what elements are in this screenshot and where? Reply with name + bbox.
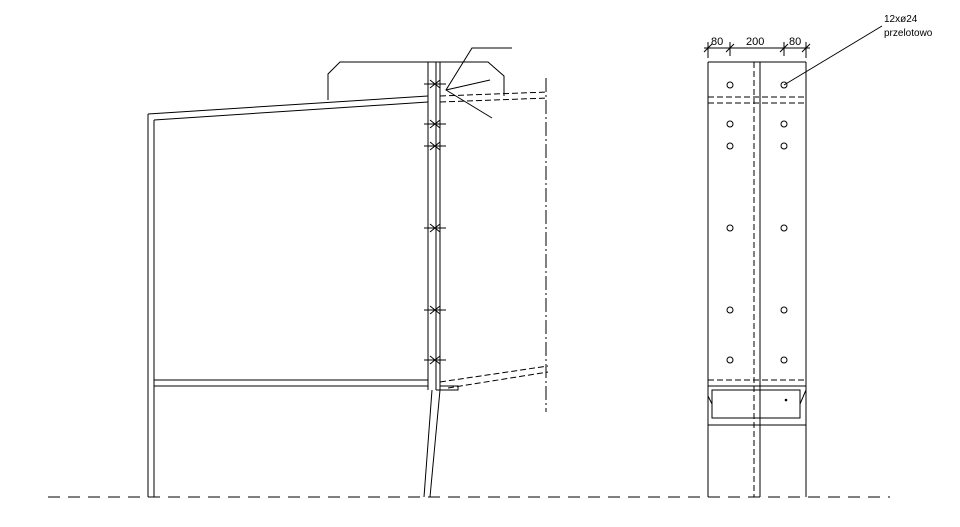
bolt-hole bbox=[726, 142, 734, 150]
bolt-hole bbox=[726, 120, 734, 128]
leader-line-side-2 bbox=[445, 79, 491, 91]
beam-bottom-flange-2 bbox=[447, 371, 549, 389]
side-bolt bbox=[424, 305, 446, 315]
bolt-hole bbox=[780, 356, 788, 364]
side-bolt bbox=[424, 141, 446, 151]
column-base-right bbox=[429, 389, 441, 498]
base-box-diag-right bbox=[799, 389, 807, 405]
roof-girder-bottom bbox=[153, 101, 429, 121]
bolt-hole bbox=[726, 81, 734, 89]
base-bracket bbox=[436, 385, 459, 391]
dimension-label-right: 80 bbox=[789, 36, 801, 48]
side-bolt bbox=[424, 119, 446, 129]
dimension-label-left: 80 bbox=[711, 36, 723, 48]
annotation-through: przelotowo bbox=[884, 28, 933, 39]
beam-top-flange-2 bbox=[439, 97, 549, 103]
column-base-left bbox=[423, 389, 433, 498]
dimension-line bbox=[703, 42, 811, 58]
front-view bbox=[703, 25, 883, 497]
beam-top-flange bbox=[439, 91, 549, 97]
side-view bbox=[147, 47, 549, 498]
bolt-hole bbox=[726, 306, 734, 314]
bolt-holes bbox=[726, 81, 788, 364]
bolt-hole bbox=[726, 224, 734, 232]
roof-girder-top bbox=[147, 95, 429, 115]
base-box bbox=[711, 389, 801, 419]
haunch-plate bbox=[327, 61, 505, 100]
bolt-hole bbox=[780, 224, 788, 232]
bolt-hole bbox=[780, 81, 788, 89]
beam-bottom-flange bbox=[439, 365, 549, 383]
bolt-hole bbox=[780, 142, 788, 150]
bolt-hole bbox=[780, 306, 788, 314]
side-bolt bbox=[424, 223, 446, 233]
side-bolt bbox=[424, 79, 446, 89]
annotation-leader bbox=[783, 25, 883, 86]
annotation-bolt-spec: 12xø24 bbox=[884, 14, 918, 25]
base-box-dot bbox=[784, 398, 788, 402]
side-bolt bbox=[424, 355, 446, 365]
bolt-hole bbox=[726, 356, 734, 364]
side-bolts bbox=[424, 79, 446, 365]
base-box-diag-left bbox=[707, 395, 713, 405]
bolt-hole bbox=[780, 120, 788, 128]
leader-line-side bbox=[445, 47, 512, 119]
dimension-label-middle: 200 bbox=[746, 36, 764, 48]
